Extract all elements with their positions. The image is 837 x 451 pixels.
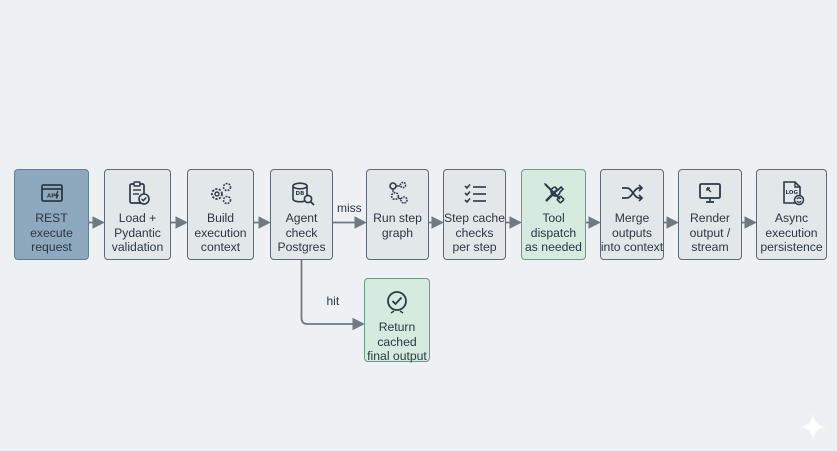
edge-agent-return (300, 260, 365, 331)
svg-text:API: API (47, 194, 57, 200)
svg-text:DB: DB (295, 191, 304, 197)
log-file-icon: LOG (778, 179, 806, 207)
gears-icon (207, 179, 235, 207)
database-search-icon: DB (288, 179, 316, 207)
svg-text:LOG: LOG (785, 190, 798, 196)
api-icon: API (38, 179, 66, 207)
check-circle-icon (383, 288, 411, 316)
sparkle-watermark-icon (799, 413, 827, 441)
edge-label-hit: hit (326, 294, 340, 308)
shuffle-icon (618, 179, 646, 207)
cast-screen-icon (696, 179, 724, 207)
edge-label-miss: miss (337, 200, 362, 215)
clipboard-check-icon (124, 179, 152, 207)
checklist-icon (461, 179, 489, 207)
tools-icon (540, 179, 568, 207)
graph-icon (384, 179, 412, 207)
